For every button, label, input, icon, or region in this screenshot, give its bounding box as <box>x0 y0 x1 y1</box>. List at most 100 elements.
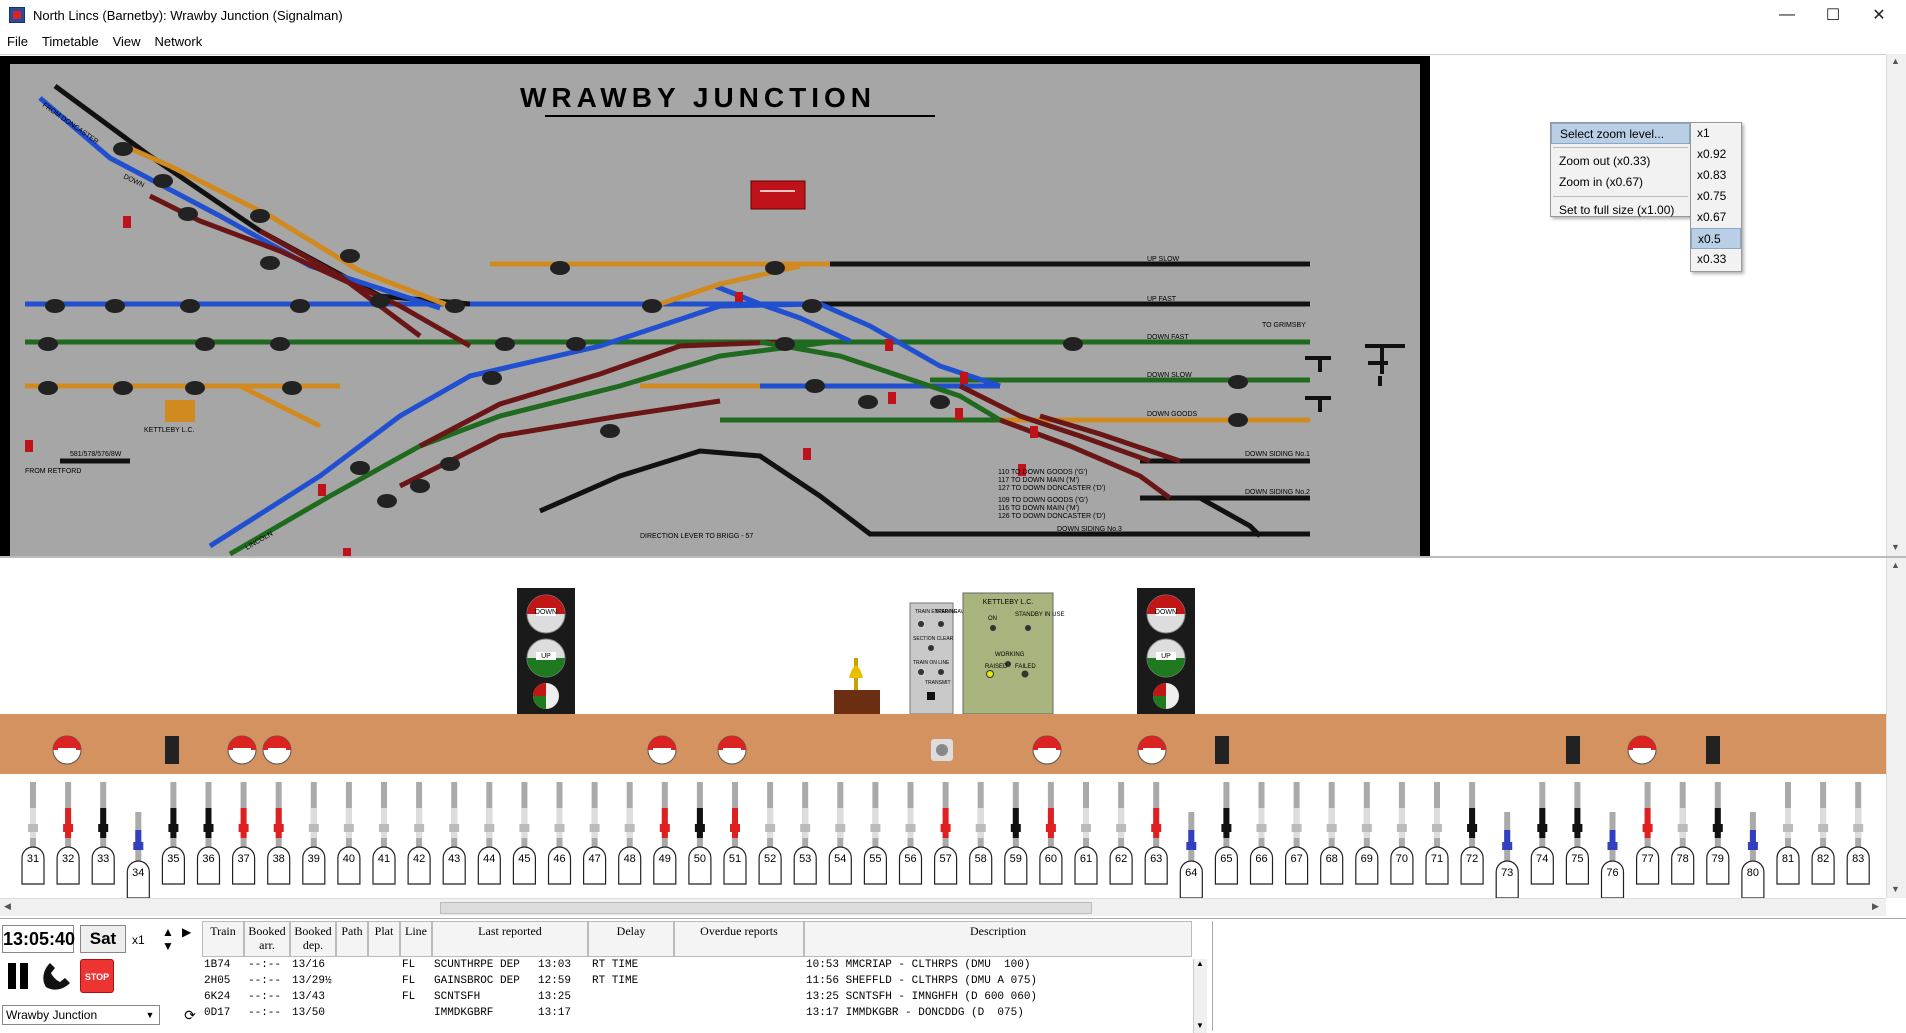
day-button[interactable]: Sat <box>80 925 126 953</box>
lever-69[interactable]: 69 <box>1355 782 1379 885</box>
col-plat[interactable]: Plat <box>368 921 400 957</box>
speed-stepper[interactable]: ▲ ▼ ▶ <box>160 925 200 955</box>
minimize-button[interactable]: — <box>1779 6 1795 23</box>
zoom-level-item[interactable]: x0.92 <box>1697 147 1727 161</box>
lever-64[interactable]: 64 <box>1179 812 1203 899</box>
menu-network[interactable]: Network <box>154 33 203 49</box>
lever-34[interactable]: 34 <box>126 812 150 899</box>
lever-76[interactable]: 76 <box>1600 812 1625 899</box>
lever-57[interactable]: 57 <box>934 782 958 885</box>
lever-59[interactable]: 59 <box>1004 782 1028 885</box>
lever-35[interactable]: 35 <box>161 782 185 885</box>
close-button[interactable]: ✕ <box>1872 7 1886 24</box>
lever-41[interactable]: 41 <box>372 782 396 885</box>
lever-45[interactable]: 45 <box>512 782 536 885</box>
lever-42[interactable]: 42 <box>407 782 431 885</box>
lever-60[interactable]: 60 <box>1039 782 1063 885</box>
full-size-item[interactable]: Set to full size (x1.00) <box>1559 203 1675 217</box>
lever-77[interactable]: 77 <box>1636 782 1660 885</box>
lever-49[interactable]: 49 <box>653 782 677 885</box>
phone-icon[interactable] <box>40 959 76 993</box>
chevron-down-icon[interactable]: ▼ <box>145 1010 155 1020</box>
frame-horizontal-scrollbar[interactable]: ◀ ▶ <box>0 898 1886 916</box>
lever-33[interactable]: 33 <box>91 782 115 885</box>
lever-78[interactable]: 78 <box>1671 782 1695 885</box>
diagram-vertical-scrollbar[interactable]: ▲ ▼ <box>1886 54 1906 556</box>
lever-75[interactable]: 75 <box>1565 782 1589 885</box>
lever-37[interactable]: 37 <box>232 782 256 885</box>
select-zoom-level-item[interactable]: Select zoom level... <box>1551 123 1690 144</box>
step-forward-icon[interactable]: ▶ <box>182 925 192 939</box>
lever-80[interactable]: 80 <box>1741 812 1765 899</box>
lever-72[interactable]: 72 <box>1460 782 1484 885</box>
lever-71[interactable]: 71 <box>1425 782 1449 885</box>
speed-down-icon[interactable]: ▼ <box>162 939 174 953</box>
zoom-level-item[interactable]: x1 <box>1697 126 1710 140</box>
col-booked-arr[interactable]: Booked arr. <box>244 921 290 957</box>
lever-40[interactable]: 40 <box>337 782 361 885</box>
scroll-thumb[interactable] <box>440 902 1092 914</box>
lever-46[interactable]: 46 <box>547 782 572 885</box>
lever-54[interactable]: 54 <box>828 782 852 885</box>
scroll-right-icon[interactable]: ▶ <box>1872 901 1879 911</box>
lever-47[interactable]: 47 <box>583 782 607 885</box>
scroll-up-icon[interactable]: ▲ <box>1891 560 1900 570</box>
lever-36[interactable]: 36 <box>196 782 221 885</box>
menu-timetable[interactable]: Timetable <box>41 33 99 49</box>
lever-82[interactable]: 82 <box>1811 782 1835 885</box>
lever-48[interactable]: 48 <box>618 782 642 885</box>
stop-button[interactable]: STOP <box>80 959 114 993</box>
lever-44[interactable]: 44 <box>477 782 501 885</box>
lever-38[interactable]: 38 <box>267 782 291 885</box>
lever-74[interactable]: 74 <box>1530 782 1554 885</box>
scroll-up-icon[interactable]: ▲ <box>1196 959 1204 968</box>
lever-68[interactable]: 68 <box>1320 782 1344 885</box>
speed-up-icon[interactable]: ▲ <box>162 925 174 939</box>
lever-81[interactable]: 81 <box>1776 782 1800 885</box>
location-select[interactable]: Wrawby Junction ▼ <box>2 1005 160 1025</box>
lever-61[interactable]: 61 <box>1074 782 1098 885</box>
pane-divider[interactable] <box>0 556 1906 558</box>
lever-58[interactable]: 58 <box>969 782 993 885</box>
menu-file[interactable]: File <box>7 33 28 49</box>
col-delay[interactable]: Delay <box>588 921 674 957</box>
lever-51[interactable]: 51 <box>723 782 747 885</box>
zoom-level-item[interactable]: x0.33 <box>1697 252 1727 266</box>
col-overdue[interactable]: Overdue reports <box>674 921 804 957</box>
col-train[interactable]: Train <box>202 921 244 957</box>
refresh-icon[interactable]: ⟳ <box>184 1007 196 1023</box>
lever-50[interactable]: 50 <box>688 782 712 885</box>
lever-83[interactable]: 83 <box>1846 782 1870 885</box>
pause-icon[interactable] <box>4 961 32 991</box>
zoom-level-item[interactable]: x0.83 <box>1697 168 1727 182</box>
zoom-level-item[interactable]: x0.67 <box>1697 210 1727 224</box>
lever-73[interactable]: 73 <box>1495 812 1519 899</box>
col-last-reported[interactable]: Last reported <box>432 921 588 957</box>
lever-65[interactable]: 65 <box>1214 782 1238 885</box>
col-line[interactable]: Line <box>400 921 432 957</box>
maximize-button[interactable]: ☐ <box>1825 7 1841 24</box>
lever-31[interactable]: 31 <box>21 782 45 885</box>
lever-53[interactable]: 53 <box>793 782 817 885</box>
menu-view[interactable]: View <box>112 33 141 49</box>
zoom-level-item[interactable]: x0.75 <box>1697 189 1727 203</box>
lever-63[interactable]: 63 <box>1144 782 1168 885</box>
lever-32[interactable]: 32 <box>56 782 80 885</box>
lever-66[interactable]: 66 <box>1249 782 1274 885</box>
track-diagram[interactable]: WRAWBY JUNCTION <box>0 56 1430 556</box>
scroll-left-icon[interactable]: ◀ <box>4 901 11 911</box>
col-booked-dep[interactable]: Booked dep. <box>290 921 336 957</box>
col-description[interactable]: Description <box>804 921 1192 957</box>
lever-55[interactable]: 55 <box>863 782 887 885</box>
zoom-level-item-selected[interactable]: x0.5 <box>1691 228 1741 249</box>
lever-43[interactable]: 43 <box>442 782 466 885</box>
scroll-down-icon[interactable]: ▼ <box>1196 1021 1204 1030</box>
zoom-out-item[interactable]: Zoom out (x0.33) <box>1559 154 1651 168</box>
lever-79[interactable]: 79 <box>1706 782 1730 885</box>
